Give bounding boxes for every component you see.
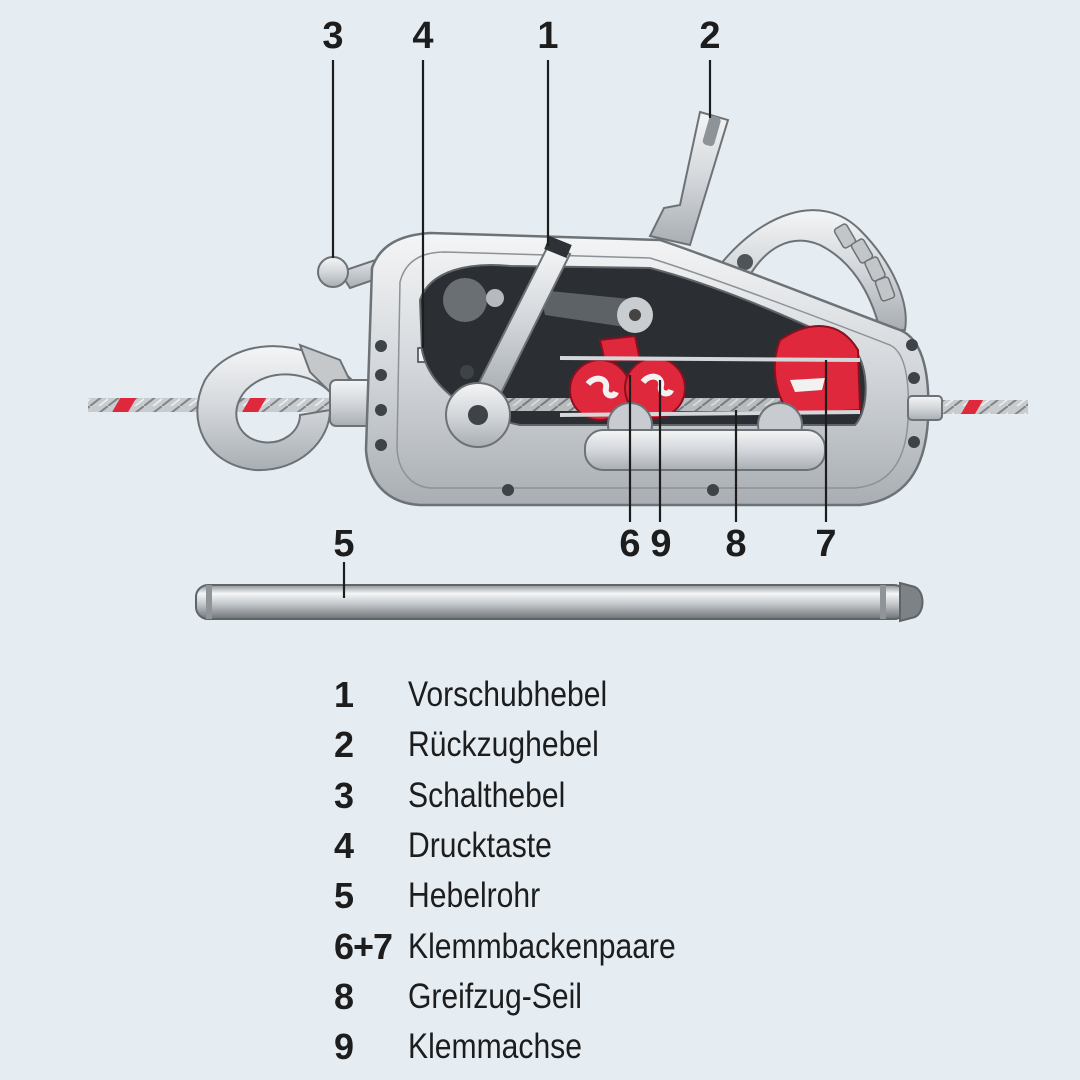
legend-number: 8 bbox=[334, 976, 408, 1018]
legend-number: 1 bbox=[334, 674, 408, 716]
legend-number: 5 bbox=[334, 875, 408, 917]
callout-1: 1 bbox=[537, 15, 558, 57]
legend-item: 8 Greifzug-Seil bbox=[334, 972, 854, 1022]
legend-number: 3 bbox=[334, 775, 408, 817]
legend-number: 2 bbox=[334, 724, 408, 766]
callout-6: 6 bbox=[619, 523, 640, 565]
legend-label: Schalthebel bbox=[408, 776, 565, 816]
legend-item: 5 Hebelrohr bbox=[334, 871, 854, 921]
callout-8: 8 bbox=[725, 523, 746, 565]
legend-item: 1 Vorschubhebel bbox=[334, 670, 854, 720]
legend-item: 6+7 Klemmbackenpaare bbox=[334, 921, 854, 971]
legend-label: Klemmbackenpaare bbox=[408, 927, 676, 967]
legend-item: 3 Schalthebel bbox=[334, 771, 854, 821]
legend-number: 9 bbox=[334, 1026, 408, 1068]
legend-label: Rückzughebel bbox=[408, 725, 599, 765]
retract-lever bbox=[650, 112, 728, 245]
legend-label: Greifzug-Seil bbox=[408, 977, 582, 1017]
winch-diagram: 3 4 1 2 5 6 9 8 7 bbox=[0, 0, 1080, 660]
callout-7: 7 bbox=[815, 523, 836, 565]
legend-label: Hebelrohr bbox=[408, 876, 540, 916]
callout-5: 5 bbox=[333, 523, 354, 565]
legend-number: 4 bbox=[334, 825, 408, 867]
legend-label: Klemmachse bbox=[408, 1027, 582, 1067]
legend-item: 2 Rückzughebel bbox=[334, 720, 854, 770]
cable-right bbox=[930, 400, 1028, 414]
legend-number: 6+7 bbox=[334, 926, 408, 968]
lever-tube bbox=[196, 583, 923, 621]
callout-4: 4 bbox=[412, 15, 433, 57]
legend-item: 4 Drucktaste bbox=[334, 821, 854, 871]
callout-3: 3 bbox=[322, 15, 343, 57]
legend-item: 9 Klemmachse bbox=[334, 1022, 854, 1072]
parts-legend: 1 Vorschubhebel 2 Rückzughebel 3 Schalth… bbox=[334, 670, 854, 1072]
callout-9: 9 bbox=[650, 523, 671, 565]
legend-label: Drucktaste bbox=[408, 826, 552, 866]
callout-2: 2 bbox=[699, 15, 720, 57]
legend-label: Vorschubhebel bbox=[408, 675, 607, 715]
